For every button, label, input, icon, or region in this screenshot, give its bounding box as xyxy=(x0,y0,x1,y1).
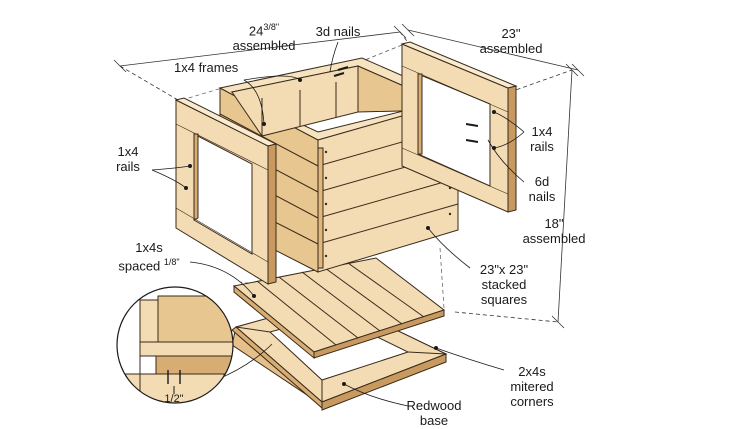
width-right-label: 23" assembled xyxy=(466,26,556,56)
leader-dots xyxy=(184,78,496,386)
width-right-caption: assembled xyxy=(479,41,543,56)
leader-lines xyxy=(151,41,525,407)
squares-caption-2: squares xyxy=(480,292,528,307)
squares-caption-1: stacked xyxy=(481,277,527,292)
right-rail-frame xyxy=(400,41,518,213)
nails-6d-caption: nails xyxy=(528,189,556,204)
rails-right-size: 1x4 xyxy=(531,124,553,139)
dimension-lines xyxy=(113,23,585,329)
left-rail-frame xyxy=(174,97,278,285)
nails-3d-marks xyxy=(333,66,349,77)
height-label: 18" assembled xyxy=(514,216,594,246)
height-value: 18" xyxy=(544,216,564,231)
base-caption-1: Redwood xyxy=(406,398,462,413)
spaced-label: 1x4s spaced 1/8" xyxy=(110,240,188,273)
base-caption-2: base xyxy=(419,413,449,428)
mitered-caption-1: mitered xyxy=(510,379,554,394)
spaced-caption: spaced xyxy=(118,258,161,274)
rails-right-label: 1x4 rails xyxy=(522,124,562,154)
width-top-caption: assembled xyxy=(232,38,296,54)
nails-6d-size: 6d xyxy=(534,174,550,189)
nails-3d-label: 3d nails xyxy=(315,24,361,39)
rails-right-caption: rails xyxy=(530,139,554,154)
nails-6d-marks xyxy=(465,123,479,143)
width-top-fraction: 3/8" xyxy=(263,22,280,32)
inset-gap-label: 1/2" xyxy=(164,393,184,405)
base-label: Redwood base xyxy=(402,398,466,428)
frames-1x4-label: 1x4 frames xyxy=(174,60,239,75)
mitered-caption-2: corners xyxy=(510,394,554,409)
rails-left-size: 1x4 xyxy=(117,144,139,159)
squares-label: 23"x 23" stacked squares xyxy=(466,262,542,307)
spaced-size: 1x4s xyxy=(135,240,163,255)
width-right-value: 23" xyxy=(501,26,521,41)
mitered-label: 2x4s mitered corners xyxy=(494,364,570,409)
width-top-label: 243/8" assembled xyxy=(222,20,306,53)
squares-size: 23"x 23" xyxy=(479,262,529,277)
height-caption: assembled xyxy=(522,231,586,246)
rails-left-caption: rails xyxy=(116,159,140,174)
nails-6d-label: 6d nails xyxy=(522,174,562,204)
rails-left-label: 1x4 rails xyxy=(108,144,148,174)
floor-slats xyxy=(232,257,446,360)
spaced-fraction: 1/8" xyxy=(163,257,180,267)
mitered-size: 2x4s xyxy=(518,364,546,379)
width-top-value: 24 xyxy=(248,23,264,39)
